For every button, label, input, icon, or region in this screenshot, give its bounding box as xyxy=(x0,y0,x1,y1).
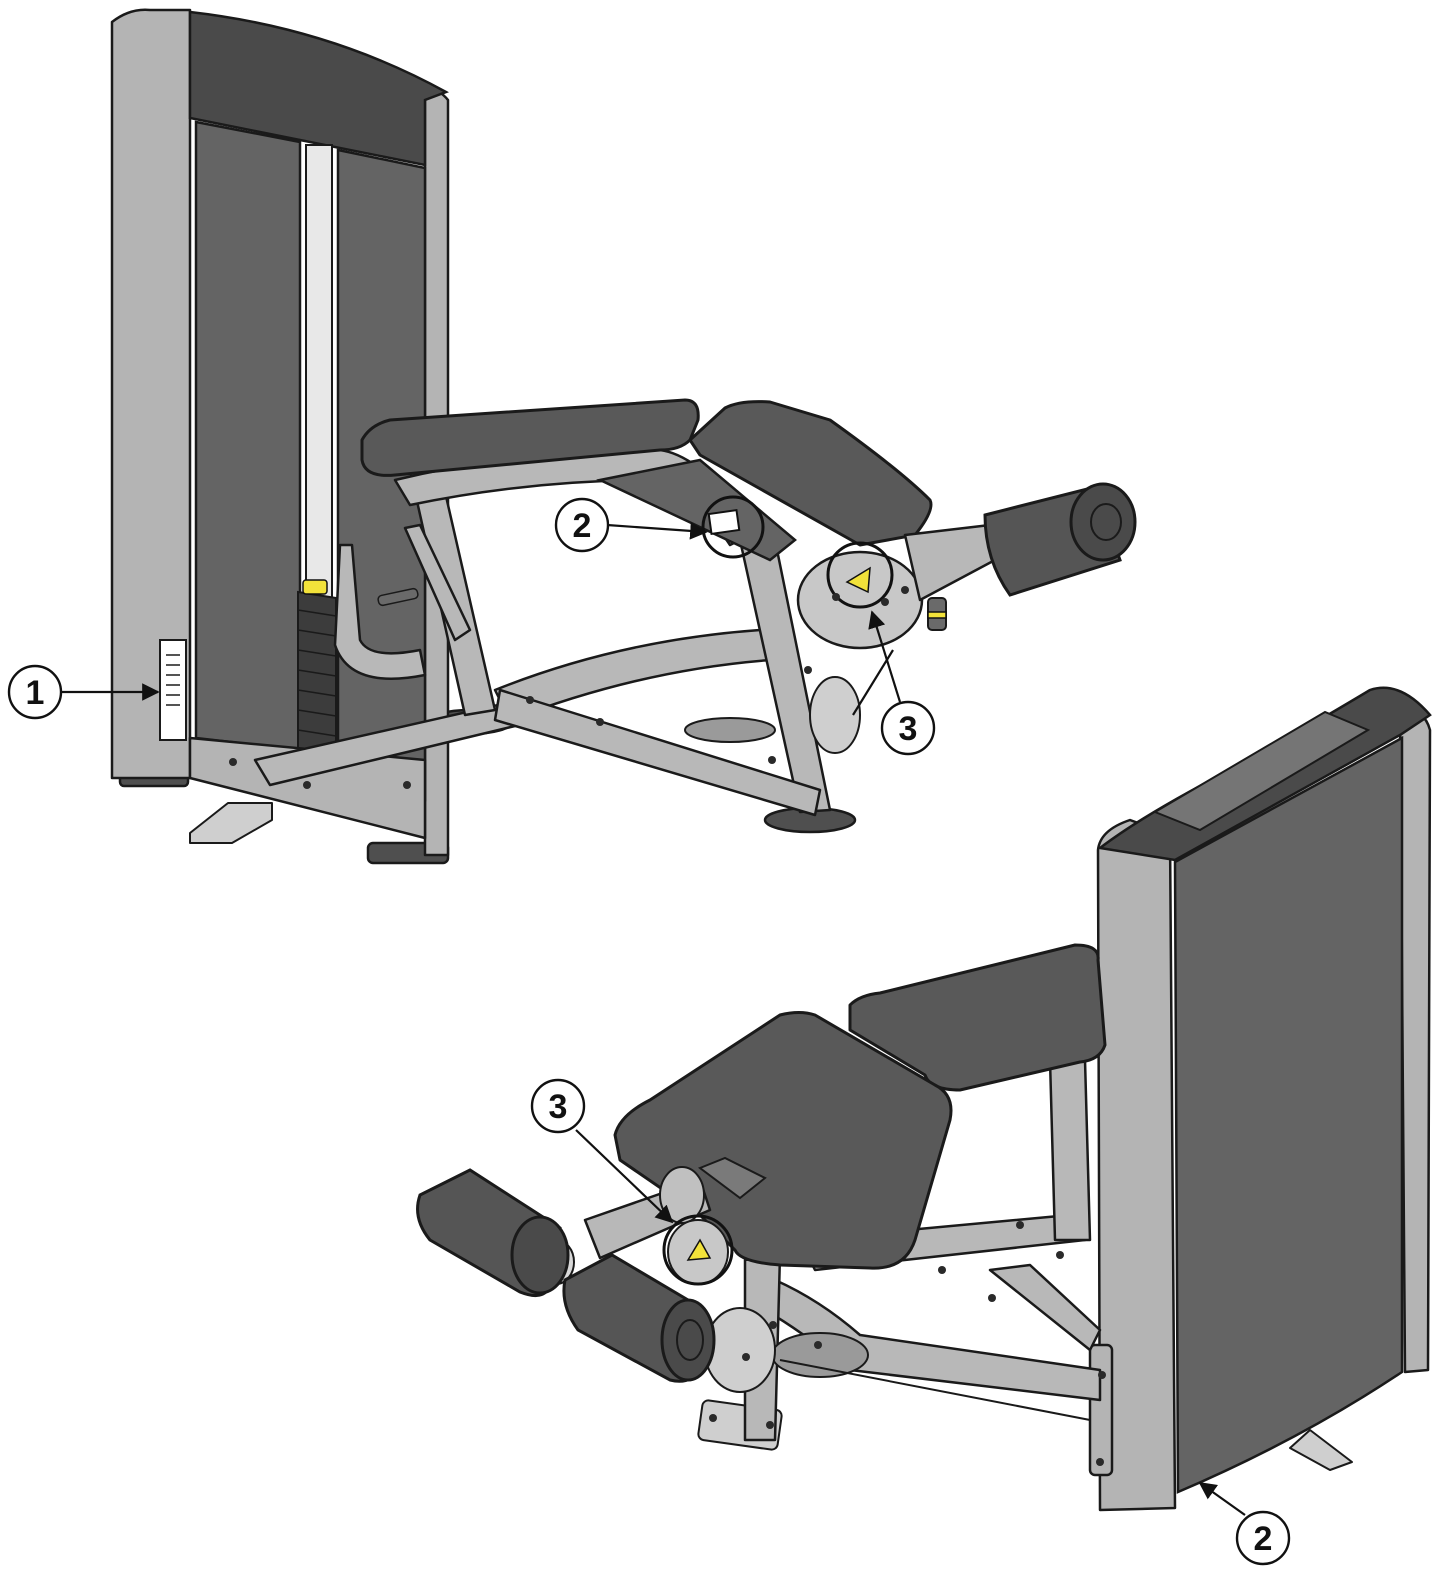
rear-frame-brace xyxy=(988,1263,1102,1352)
pivot-base xyxy=(684,717,776,743)
tower-shroud-left xyxy=(110,8,192,780)
seat-pad-front xyxy=(688,400,933,547)
rear-tower-handle-slot xyxy=(1152,710,1371,832)
callout-2-top: 2 xyxy=(554,497,708,553)
product-label xyxy=(707,509,741,535)
callout-3-top-number: 3 xyxy=(899,710,918,748)
rear-tower-panel xyxy=(1173,735,1404,1494)
callout-2-bottom-number: 2 xyxy=(1254,1520,1273,1558)
rear-roller-bottom-end xyxy=(660,1298,716,1382)
tower-window-left xyxy=(194,120,302,752)
adjust-knob-ring xyxy=(927,611,947,619)
rear-roller-top-end xyxy=(510,1215,570,1295)
rear-tower-bracket xyxy=(1088,1343,1114,1477)
warning-label xyxy=(845,566,871,594)
handle-right xyxy=(403,523,472,642)
callout-1-number: 1 xyxy=(26,674,45,712)
base-foot-left xyxy=(189,802,273,844)
selector-pin xyxy=(302,579,328,595)
machine-rear-view xyxy=(416,686,1432,1512)
base-foot-right xyxy=(1289,1429,1353,1471)
rear-tower-side xyxy=(1096,818,1177,1512)
callout-3-bottom-number: 3 xyxy=(549,1088,568,1126)
rear-warning-label xyxy=(686,1238,712,1261)
instruction-placard xyxy=(159,639,187,741)
callout-2-bottom: 2 xyxy=(1198,1481,1291,1566)
rear-pivot-base xyxy=(771,1332,869,1378)
tower-top-cap xyxy=(188,10,449,167)
leg-roller-end xyxy=(1069,482,1137,562)
rear-tower-right xyxy=(1398,703,1432,1374)
leg-arm xyxy=(903,523,997,602)
rear-frame-post xyxy=(1048,1058,1092,1242)
rear-highlight-ring-warning xyxy=(662,1214,734,1286)
rear-cam xyxy=(704,1307,776,1393)
handle-left xyxy=(333,543,427,680)
callout-3-top: 3 xyxy=(852,610,936,756)
callout-1: 1 xyxy=(7,664,160,720)
pivot-disc xyxy=(796,550,924,650)
callout-2-top-number: 2 xyxy=(573,507,592,545)
highlight-ring-warning xyxy=(826,541,894,609)
callout-3-bottom: 3 xyxy=(530,1078,674,1224)
frame-lower-rail xyxy=(493,688,822,817)
rear-seat-cutout xyxy=(697,1156,767,1200)
pivot-cam xyxy=(809,676,861,754)
machine-front-view xyxy=(110,8,1137,865)
handle-pin xyxy=(377,587,419,607)
rear-frame-crossbar xyxy=(763,1278,1102,1402)
